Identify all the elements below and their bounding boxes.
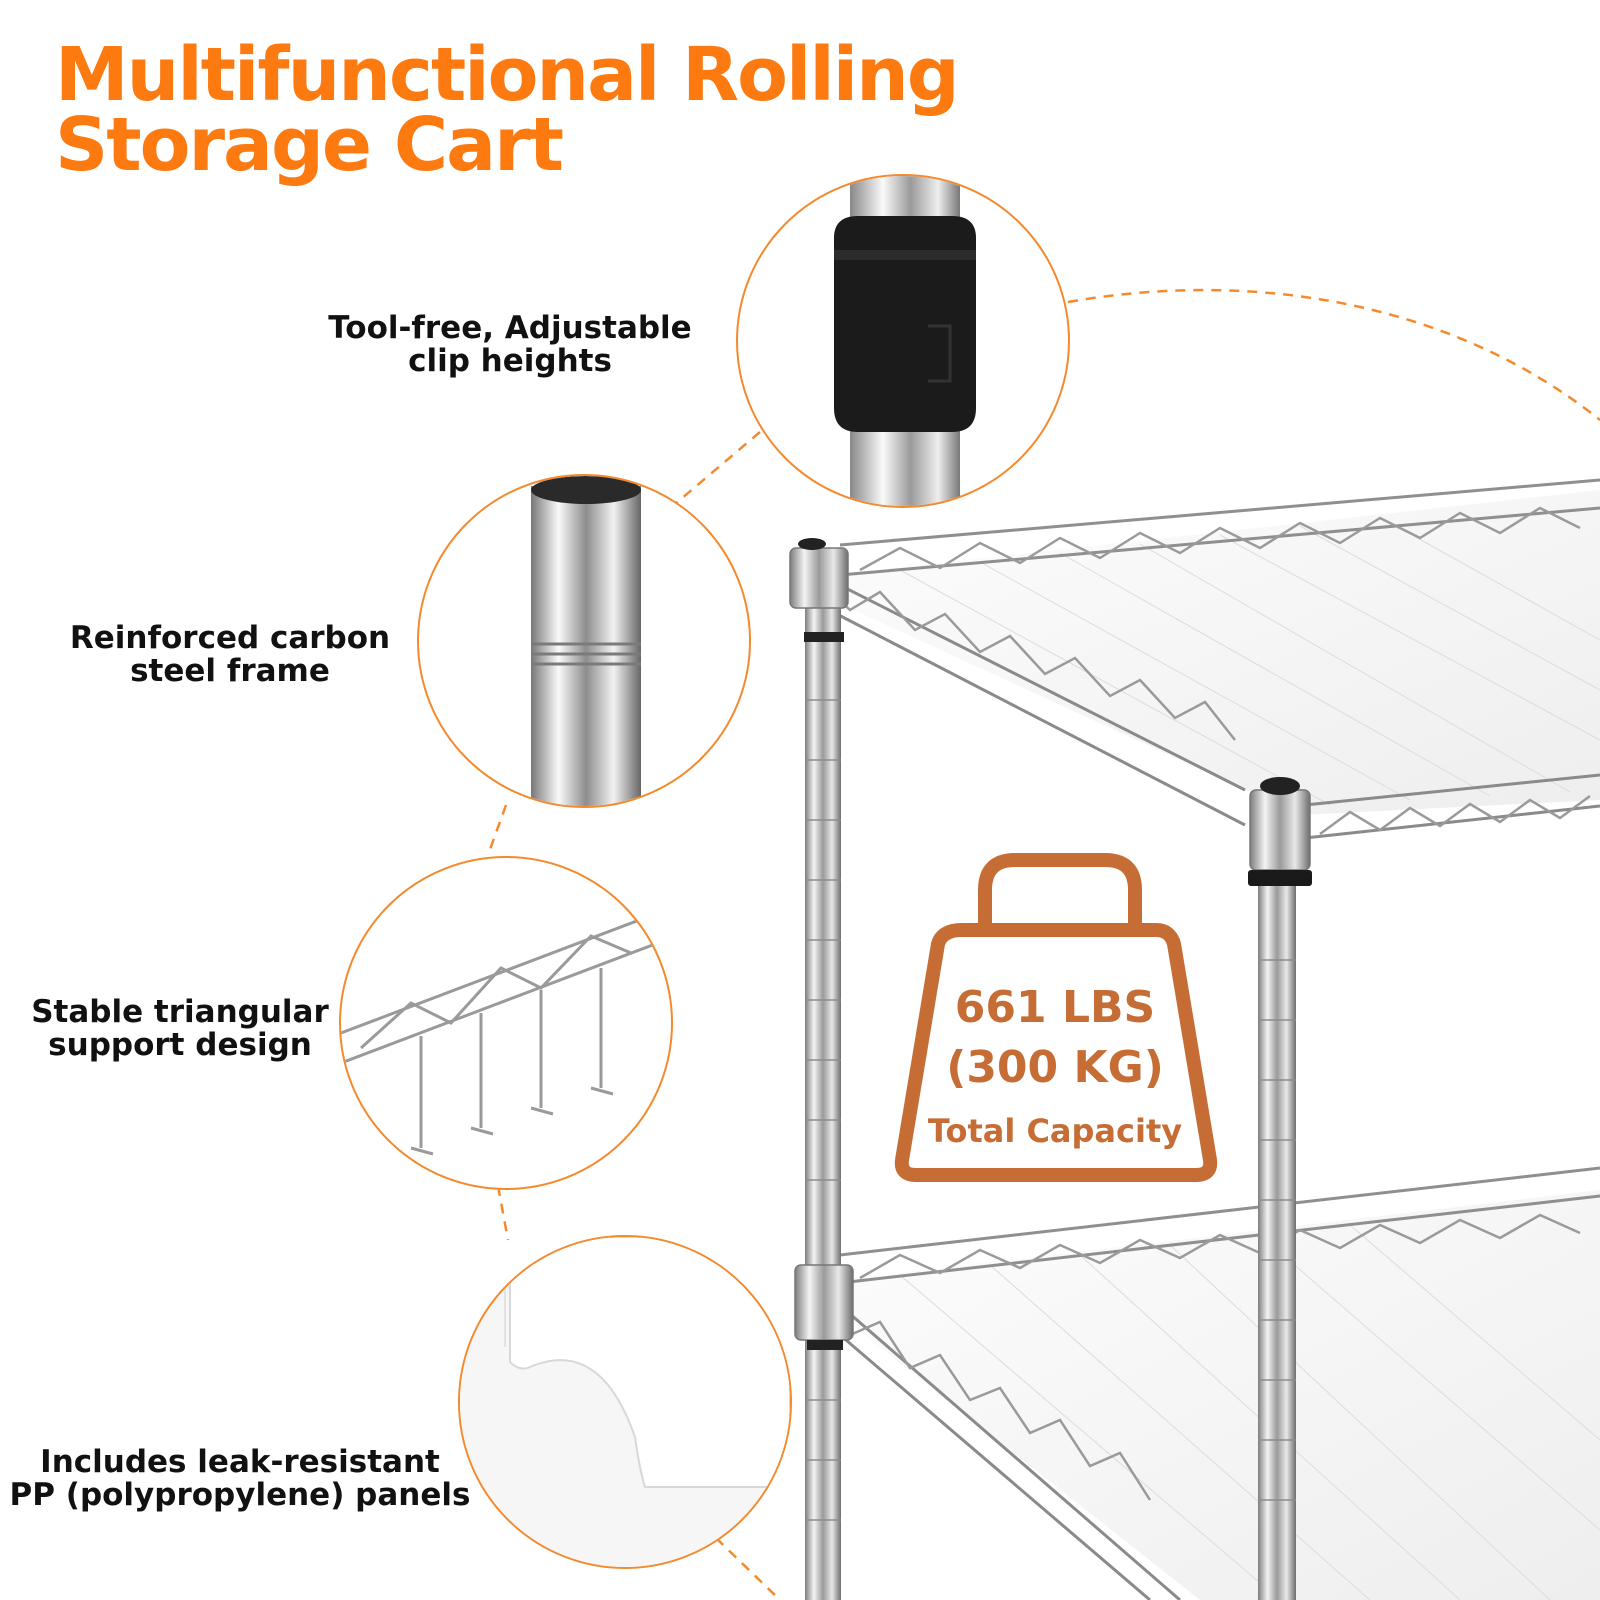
feature-label-triangular-support: Stable triangular support design [31, 994, 329, 1063]
weight-icon [894, 853, 1218, 1182]
page-title: Multifunctional Rolling Storage Cart [55, 32, 960, 188]
feature-label-clip-heights: Tool-free, Adjustable clip heights [328, 310, 692, 379]
capacity-weight-kg: (300 KG) [946, 1042, 1164, 1093]
title-line-1: Multifunctional Rolling [55, 32, 960, 118]
feature-label-pp-panels: Includes leak-resistant PP (polypropylen… [9, 1444, 471, 1513]
capacity-weight-lbs: 661 LBS [954, 982, 1156, 1033]
right-post [1248, 777, 1312, 1600]
left-post [789, 538, 854, 1600]
wire-closeup-icon [339, 856, 673, 1190]
bottom-shelf [804, 1166, 1600, 1600]
feature-label-steel-frame: Reinforced carbon steel frame [69, 620, 391, 689]
panel-closeup-icon [458, 1235, 792, 1569]
dashed-connectors [486, 288, 1600, 1600]
title-line-2: Storage Cart [55, 102, 564, 188]
top-shelf [799, 478, 1600, 840]
pole-closeup-icon [417, 474, 751, 808]
capacity-label: Total Capacity [927, 1112, 1183, 1150]
clip-closeup-icon [736, 174, 1070, 508]
